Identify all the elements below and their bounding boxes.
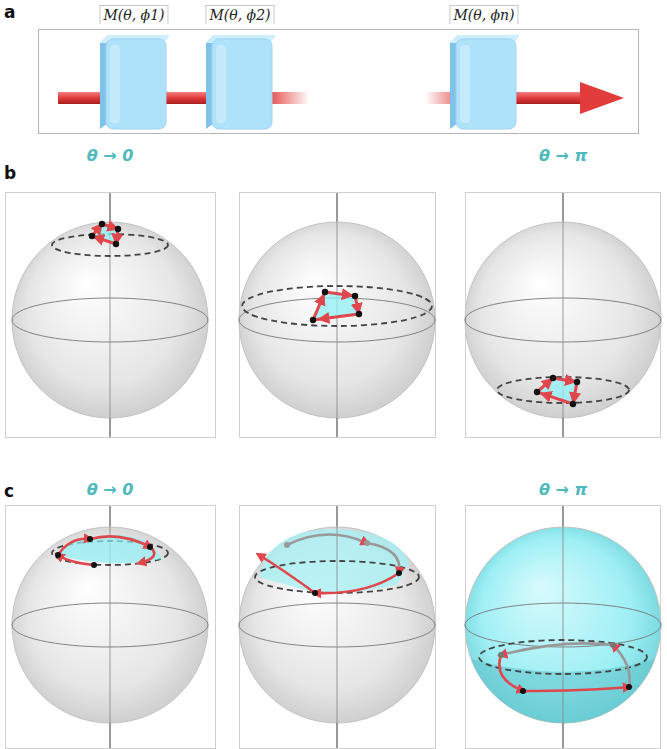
optical-element: M(θ, ϕn) — [438, 5, 530, 133]
optical-element: M(θ, ϕ2) — [194, 5, 286, 133]
cube-shape — [88, 5, 180, 133]
panel-letter: b — [4, 163, 16, 183]
bloch-sphere — [239, 506, 435, 748]
panel-letter: a — [4, 2, 15, 22]
optical-element: M(θ, ϕ1) — [88, 5, 180, 133]
bloch-sphere — [239, 193, 435, 437]
bloch-sphere — [12, 193, 208, 437]
element-label: M(θ, ϕ1) — [99, 5, 168, 24]
cube-shape — [194, 5, 286, 133]
bloch-sphere — [465, 193, 661, 437]
bloch-sphere — [12, 506, 208, 748]
bloch-sphere — [465, 506, 661, 748]
panel-letter: c — [4, 481, 14, 501]
cube-shape — [438, 5, 530, 133]
element-label: M(θ, ϕ2) — [205, 5, 274, 24]
limit-label: θ → π — [539, 146, 587, 165]
element-label: M(θ, ϕn) — [449, 5, 518, 24]
limit-label: θ → 0 — [87, 146, 134, 165]
limit-label: θ → π — [539, 480, 587, 499]
limit-label: θ → 0 — [87, 480, 134, 499]
